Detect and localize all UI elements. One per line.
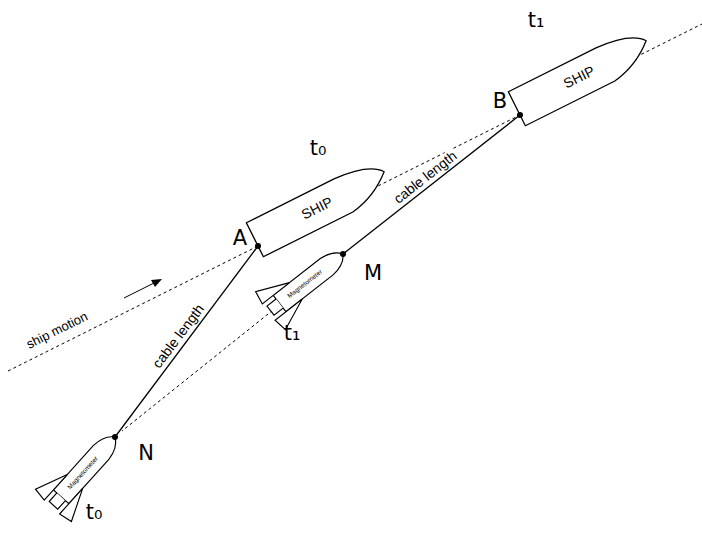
magnetometer-shape: Magnetometer: [255, 240, 355, 330]
magnetometer-body: [53, 430, 122, 504]
point-label: t₀: [310, 138, 327, 159]
point-label: B: [493, 91, 507, 112]
point-label: t₀: [86, 502, 103, 523]
motion-arrow: [124, 281, 158, 298]
point-label: N: [138, 443, 154, 464]
motion-arrow-head: [151, 279, 162, 287]
motion-label: ship motion: [24, 309, 89, 350]
ship-shape: SHIP: [505, 37, 650, 130]
ship-hull: [246, 157, 394, 256]
point-label: t₁: [284, 323, 301, 344]
point-label: A: [233, 228, 247, 249]
point-dot: [340, 251, 346, 257]
point-label: t₁: [528, 10, 545, 31]
ship-track: [8, 24, 702, 371]
point-dot: [517, 112, 523, 118]
cable-line: [115, 246, 258, 437]
ship-hull: [508, 26, 656, 125]
magnetometer-shape: Magnetometer: [30, 425, 130, 525]
magnetometer-body: [273, 246, 349, 312]
ship-shape: SHIP: [243, 168, 388, 261]
point-dot: [255, 243, 261, 249]
edge-label: cable length: [391, 147, 461, 206]
edge-label: cable length: [150, 300, 208, 370]
point-label: M: [364, 263, 382, 284]
point-dot: [112, 434, 118, 440]
